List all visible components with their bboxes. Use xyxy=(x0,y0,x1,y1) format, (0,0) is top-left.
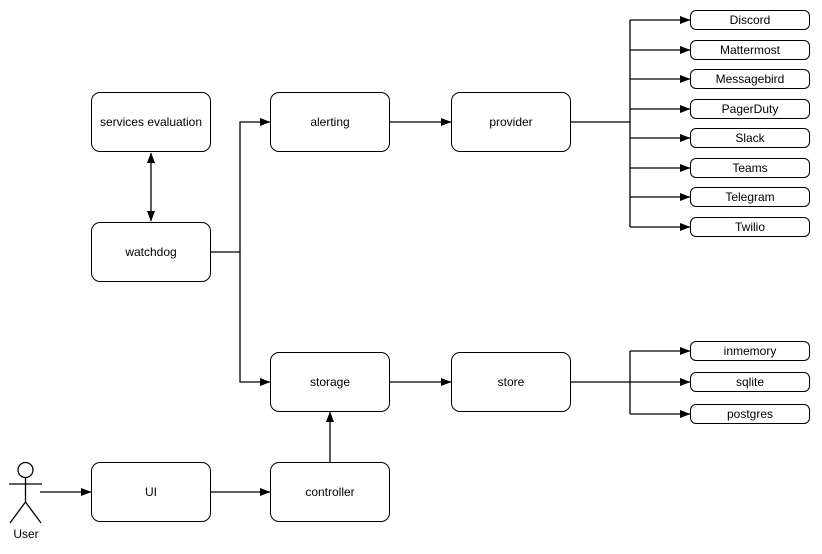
leaf-store-inmemory: inmemory xyxy=(690,341,810,361)
edge-watchdog-storage xyxy=(239,252,271,386)
node-watchdog: watchdog xyxy=(91,222,211,282)
leaf-store-postgres: postgres xyxy=(690,404,810,424)
user-actor-label: User xyxy=(13,527,39,541)
user-actor-icon xyxy=(9,461,42,524)
actor-right-leg xyxy=(24,501,42,524)
node-alerting: alerting xyxy=(270,92,390,152)
node-controller: controller xyxy=(270,462,390,522)
leaf-provider-mattermost: Mattermost xyxy=(690,40,810,60)
leaf-provider-twilio: Twilio xyxy=(690,217,810,237)
actor-head xyxy=(17,461,34,479)
node-services-evaluation: services evaluation xyxy=(91,92,211,152)
node-provider: provider xyxy=(451,92,571,152)
leaf-provider-pagerduty: PagerDuty xyxy=(690,99,810,119)
node-storage: storage xyxy=(270,352,390,412)
node-ui: UI xyxy=(91,462,211,522)
edge-watchdog-alerting xyxy=(211,118,271,253)
leaf-provider-messagebird: Messagebird xyxy=(690,69,810,89)
leaf-store-sqlite: sqlite xyxy=(690,372,810,392)
leaf-provider-teams: Teams xyxy=(690,158,810,178)
leaf-provider-telegram: Telegram xyxy=(690,187,810,207)
actor-left-leg xyxy=(9,501,27,524)
leaf-provider-slack: Slack xyxy=(690,128,810,148)
node-store: store xyxy=(451,352,571,412)
leaf-provider-discord: Discord xyxy=(690,10,810,30)
